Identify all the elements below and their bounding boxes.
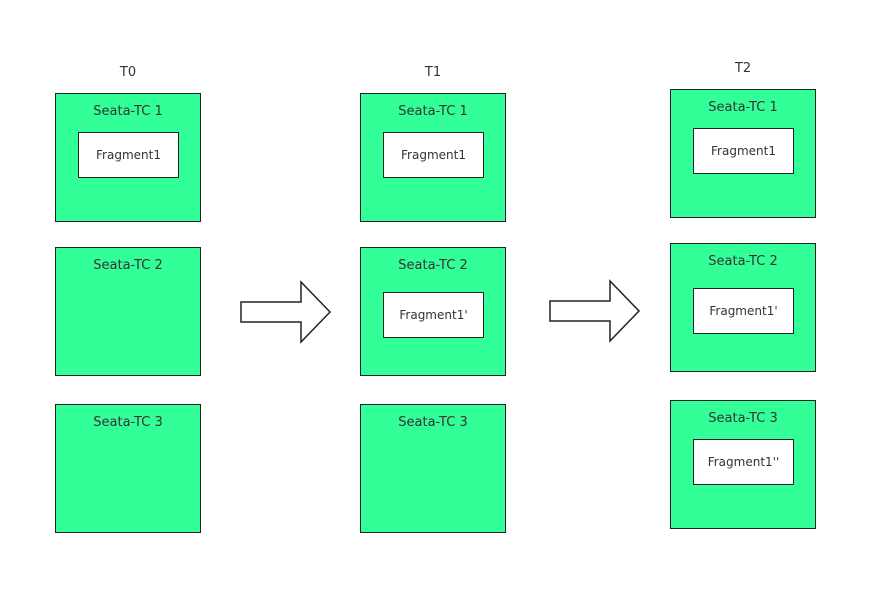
fragment-box: Fragment1'' [693,439,794,485]
right-arrow-icon [240,280,332,344]
column-label-t2: T2 [734,61,752,76]
fragment-label: Fragment1 [96,148,161,162]
fragment-box: Fragment1 [383,132,484,178]
right-arrow-icon [549,279,641,343]
fragment-box: Fragment1' [383,292,484,338]
seata-tc-node-t1-1: Seata-TC 1 Fragment1 [360,93,506,222]
seata-tc-node-t2-1: Seata-TC 1 Fragment1 [670,89,816,218]
seata-tc-node-t0-2: Seata-TC 2 [55,247,201,376]
fragment-box: Fragment1 [78,132,179,178]
seata-tc-node-t2-2: Seata-TC 2 Fragment1' [670,243,816,372]
node-title: Seata-TC 3 [708,411,778,426]
fragment-label: Fragment1'' [707,455,780,469]
fragment-label: Fragment1' [709,304,778,318]
column-label-t1: T1 [424,65,442,80]
fragment-box: Fragment1' [693,288,794,334]
fragment-label: Fragment1 [401,148,466,162]
seata-tc-node-t1-2: Seata-TC 2 Fragment1' [360,247,506,376]
node-title: Seata-TC 1 [398,104,468,119]
node-title: Seata-TC 1 [93,104,163,119]
node-title: Seata-TC 3 [398,415,468,430]
column-label-t0: T0 [119,65,137,80]
node-title: Seata-TC 1 [708,100,778,115]
node-title: Seata-TC 2 [93,258,163,273]
seata-tc-node-t0-1: Seata-TC 1 Fragment1 [55,93,201,222]
node-title: Seata-TC 3 [93,415,163,430]
fragment-box: Fragment1 [693,128,794,174]
seata-tc-node-t2-3: Seata-TC 3 Fragment1'' [670,400,816,529]
node-title: Seata-TC 2 [708,254,778,269]
seata-tc-node-t0-3: Seata-TC 3 [55,404,201,533]
seata-tc-node-t1-3: Seata-TC 3 [360,404,506,533]
node-title: Seata-TC 2 [398,258,468,273]
fragment-label: Fragment1' [399,308,468,322]
fragment-label: Fragment1 [711,144,776,158]
